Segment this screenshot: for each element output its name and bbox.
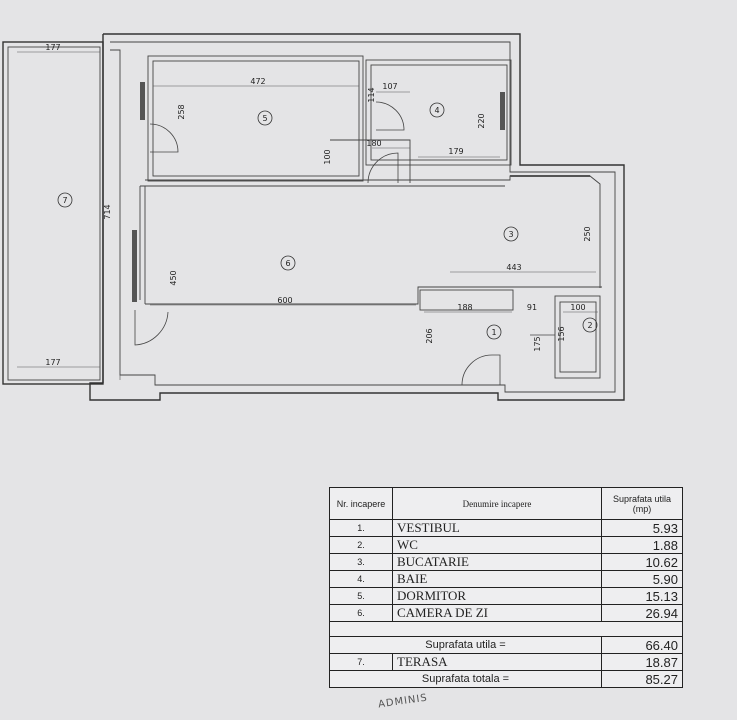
room-marker-3: 3 <box>503 226 519 242</box>
bedroom-walls <box>147 55 364 182</box>
table-spacer-row <box>329 621 683 637</box>
total-area-row: Suprafata totala = 85.27 <box>329 670 683 688</box>
dim-vestibule-206: 206 <box>425 328 434 343</box>
dim-hall-180: 180 <box>366 139 381 148</box>
room-marker-4: 4 <box>429 102 445 118</box>
svg-text:5: 5 <box>262 114 267 123</box>
dim-vestibule-188: 188 <box>457 303 472 312</box>
kitchen-living-walls <box>139 175 602 305</box>
room-area-table: Nr. incapere Denumire incapere Suprafata… <box>329 487 683 688</box>
outer-walls <box>89 33 625 401</box>
terrace-outline <box>2 41 104 385</box>
total-area-value: 85.27 <box>601 670 683 688</box>
useful-area-row: Suprafata utila = 66.40 <box>329 636 683 654</box>
dimension-lines <box>17 51 598 380</box>
dim-terrace-top: 177 <box>45 43 60 52</box>
room-marker-6: 6 <box>280 255 296 271</box>
dim-living-height: 450 <box>169 270 178 285</box>
svg-text:4: 4 <box>434 106 439 115</box>
table-row: 6. CAMERA DE ZI 26.94 <box>329 604 683 622</box>
dim-vestibule-175: 175 <box>533 336 542 351</box>
dim-kitchen-width: 443 <box>506 263 521 272</box>
dim-wc-100: 100 <box>570 303 585 312</box>
useful-area-value: 66.40 <box>601 636 683 654</box>
header-name: Denumire incapere <box>392 487 602 520</box>
bath-walls <box>365 59 512 166</box>
dim-bath-side: 114 <box>367 87 376 102</box>
dim-hall-179: 179 <box>448 147 463 156</box>
table-row: 1. VESTIBUL 5.93 <box>329 519 683 537</box>
svg-text:3: 3 <box>508 230 513 239</box>
dim-wall-height: 714 <box>103 204 112 219</box>
dim-living-width: 600 <box>277 296 292 305</box>
dim-bath-height: 220 <box>477 113 486 128</box>
header-area: Suprafata utila (mp) <box>601 487 683 520</box>
table-row: 4. BAIE 5.90 <box>329 570 683 588</box>
svg-text:7: 7 <box>62 196 67 205</box>
room-marker-1: 1 <box>486 324 502 340</box>
svg-text:6: 6 <box>285 259 290 268</box>
dim-vestibule-91: 91 <box>527 303 537 312</box>
terrace-row: 7. TERASA 18.87 <box>329 653 683 671</box>
windows <box>132 82 590 302</box>
room-marker-2: 2 <box>582 317 598 333</box>
living-terrace-door <box>134 310 169 346</box>
dim-bedroom-height: 258 <box>177 104 186 119</box>
stamp-text: ADMINIS <box>377 692 429 711</box>
dim-hall-100: 100 <box>323 149 332 164</box>
useful-area-label: Suprafata utila = <box>329 636 602 654</box>
table-header-row: Nr. incapere Denumire incapere Suprafata… <box>329 487 683 520</box>
vestibule-walls <box>419 289 601 386</box>
dim-bath-width: 107 <box>382 82 397 91</box>
table-row: 5. DORMITOR 15.13 <box>329 587 683 605</box>
room-marker-5: 5 <box>257 110 273 126</box>
hall-walls <box>330 139 411 184</box>
room-marker-7: 7 <box>57 192 73 208</box>
table-row: 3. BUCATARIE 10.62 <box>329 553 683 571</box>
table-row: 2. WC 1.88 <box>329 536 683 554</box>
dim-kitchen-height: 250 <box>583 226 592 241</box>
header-nr: Nr. incapere <box>329 487 393 520</box>
svg-text:1: 1 <box>491 328 496 337</box>
total-area-label: Suprafata totala = <box>329 670 602 688</box>
floor-plan: 177 177 714 472 258 107 114 220 180 179 … <box>2 33 625 401</box>
dim-terrace-bottom: 177 <box>45 358 60 367</box>
svg-text:2: 2 <box>587 321 592 330</box>
dim-bedroom-width: 472 <box>250 77 265 86</box>
dim-wc-156: 156 <box>557 326 566 341</box>
